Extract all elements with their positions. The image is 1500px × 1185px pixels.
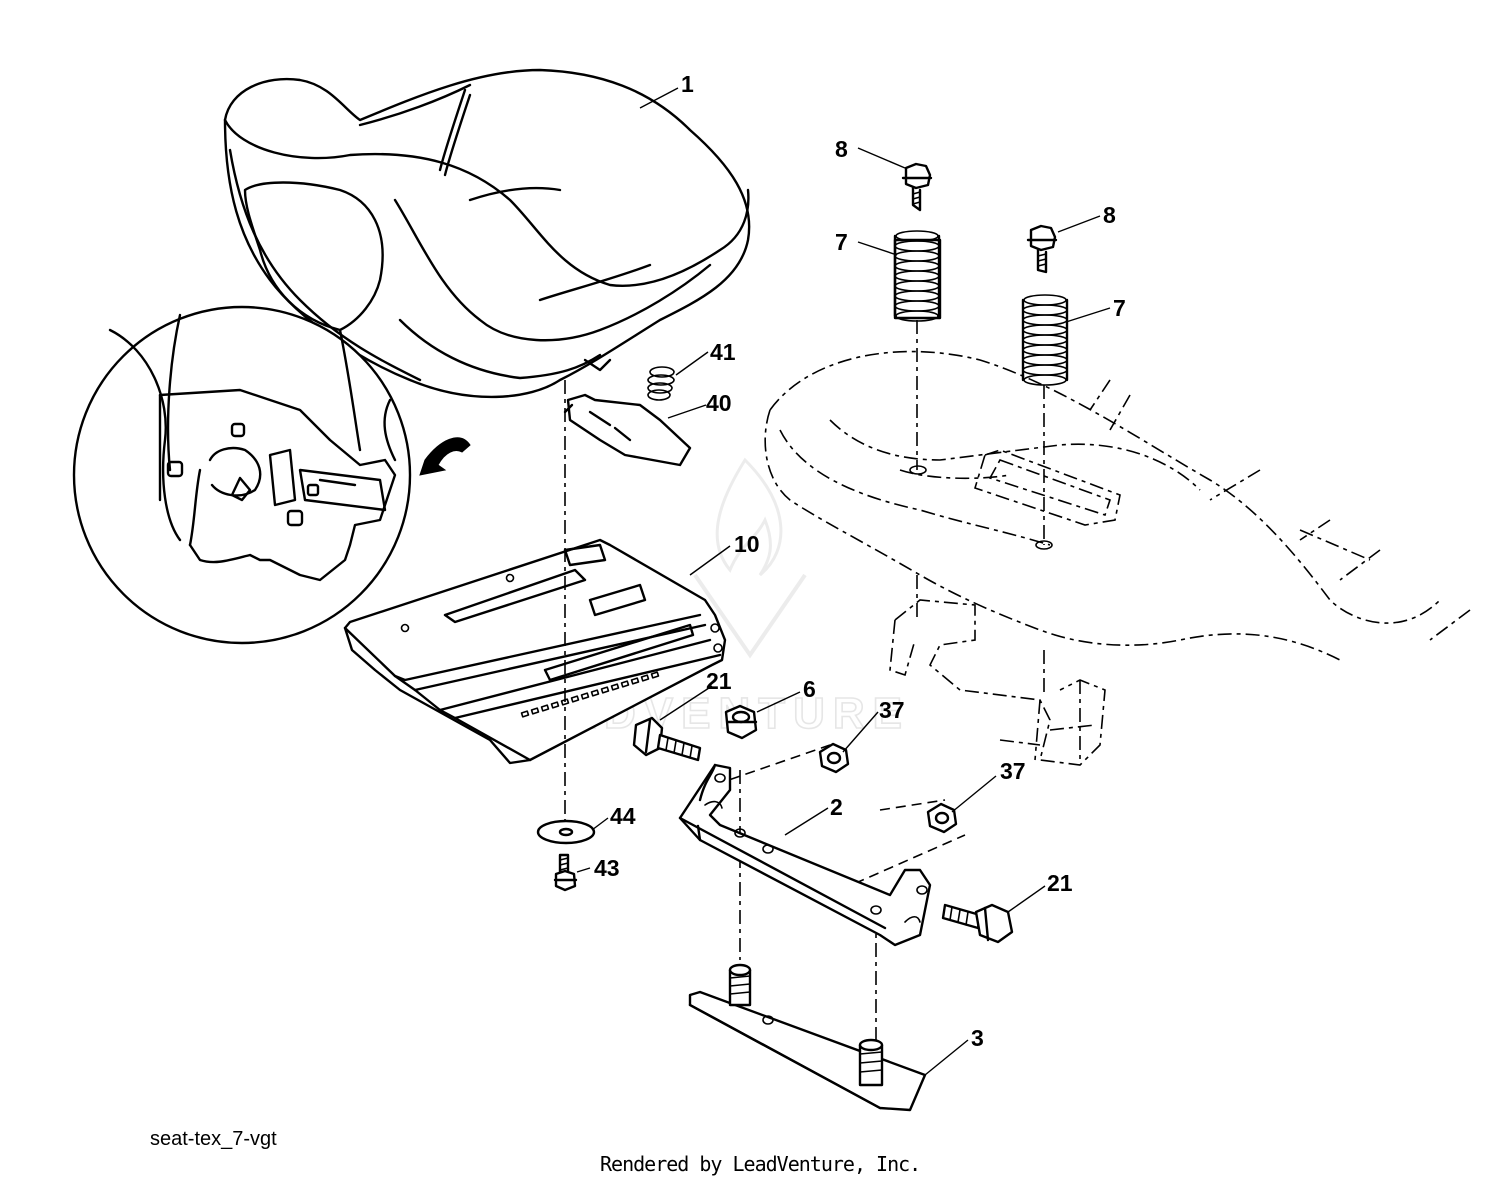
screw-part-43 [553,853,578,892]
seat-pan-part-10 [343,538,727,765]
spring-part-7-left [893,230,942,322]
nut-part-37-upper [818,742,850,774]
diagram-code: seat-tex_7-vgt [150,1128,277,1150]
label-spring-41: 41 [710,339,736,365]
label-seat-pan-10: 10 [734,531,760,557]
label-bolt-21-left: 21 [706,668,732,694]
part-labels: 1 8 8 7 7 41 40 10 21 6 37 37 2 44 43 21… [594,71,1126,1051]
label-seat-1: 1 [681,71,694,97]
label-spring-7-left: 7 [835,229,848,255]
render-credit: Rendered by LeadVenture, Inc. [600,1152,921,1176]
label-bolt-21-right: 21 [1047,870,1073,896]
label-nut-6: 6 [803,676,816,702]
label-nut-37-upper: 37 [879,697,905,723]
label-screw-43: 43 [594,855,620,881]
label-spring-7-right: 7 [1113,295,1126,321]
leader-lines [576,87,1111,1076]
label-plate-3: 3 [971,1025,984,1051]
bolt-part-21-left [632,716,702,762]
bolt-part-21-right [941,903,1014,944]
nut-part-37-lower [926,802,958,834]
detail-callout [72,305,471,645]
spring-part-7-right [1021,294,1069,386]
washer-part-44 [536,819,596,845]
label-bracket-2: 2 [830,794,843,820]
nut-part-6 [724,704,758,740]
frame-holes [909,465,1053,550]
label-washer-44: 44 [610,803,636,829]
tractor-frame [764,350,1471,766]
label-nut-37-lower: 37 [1000,758,1026,784]
clip-part-40 [563,393,692,467]
spring-part-41 [647,366,675,401]
label-bolt-8-right: 8 [1103,202,1116,228]
bottom-plate-part-3 [688,963,927,1112]
bolt-part-8-left [901,162,933,212]
bolt-part-8-right [1026,224,1058,274]
seat-bracket-part-2 [678,763,932,947]
label-bolt-8-left: 8 [835,136,848,162]
label-clip-40: 40 [706,390,732,416]
